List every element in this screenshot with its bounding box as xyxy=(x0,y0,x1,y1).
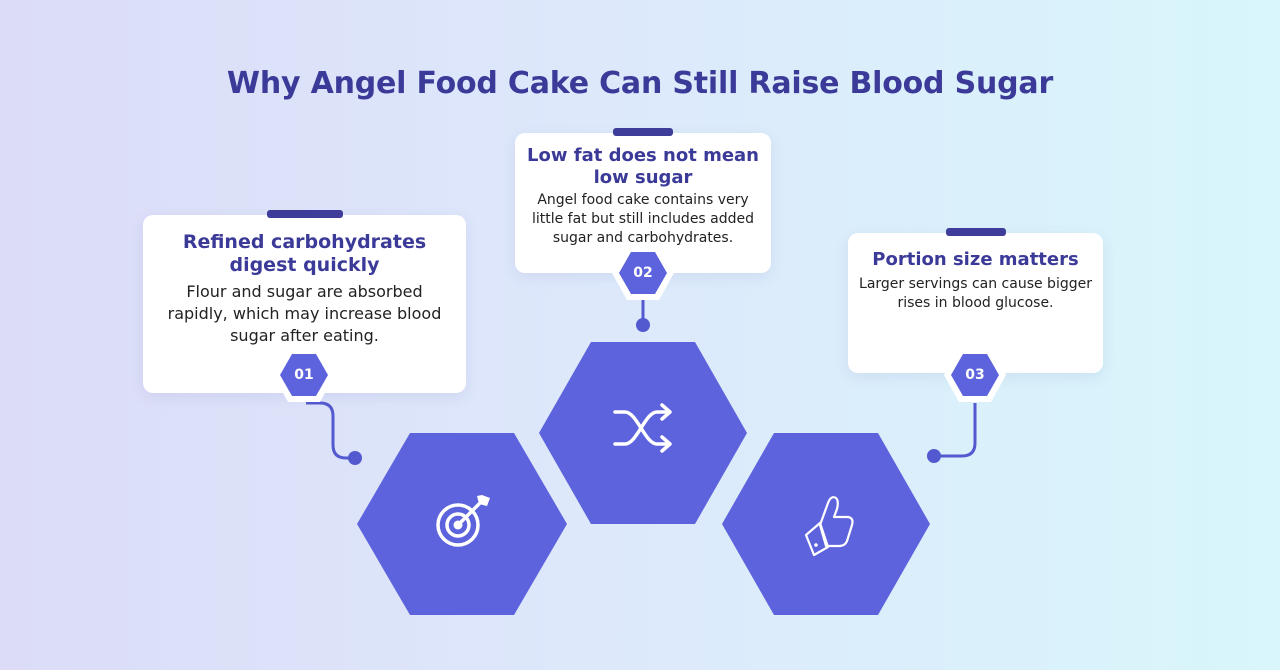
connector-3 xyxy=(935,403,977,458)
connector-3-dot xyxy=(927,449,941,463)
page-title: Why Angel Food Cake Can Still Raise Bloo… xyxy=(226,66,1054,101)
step-number-badge-1: 01 xyxy=(273,348,335,402)
step-description: Larger servings can cause bigger rises i… xyxy=(859,276,1092,311)
thumbs-up-icon xyxy=(804,496,854,557)
shuffle-icon xyxy=(613,403,672,453)
step-heading: Low fat does not mean low sugar xyxy=(527,145,759,188)
card-accent-bar xyxy=(946,228,1006,236)
step-number: 02 xyxy=(633,265,653,281)
step-number-badge-2: 02 xyxy=(612,246,674,300)
step-heading: Portion size matters xyxy=(872,249,1079,270)
card-accent-bar xyxy=(267,210,343,218)
connector-2-dot xyxy=(636,318,650,332)
connector-1 xyxy=(306,401,355,460)
card-accent-bar xyxy=(613,128,673,136)
step-heading: Refined carbohydrates digest quickly xyxy=(182,231,427,276)
step-description: Flour and sugar are absorbed rapidly, wh… xyxy=(167,282,442,345)
step-number: 03 xyxy=(965,367,985,383)
step-number-badge-3: 03 xyxy=(944,348,1006,402)
target-icon xyxy=(436,495,490,547)
connector-1-dot xyxy=(348,451,362,465)
step-description: Angel food cake contains very little fat… xyxy=(531,192,755,246)
hexagon-1 xyxy=(357,433,567,615)
hexagon-3 xyxy=(722,433,930,615)
step-number: 01 xyxy=(294,367,314,383)
hexagon-2 xyxy=(539,342,747,524)
